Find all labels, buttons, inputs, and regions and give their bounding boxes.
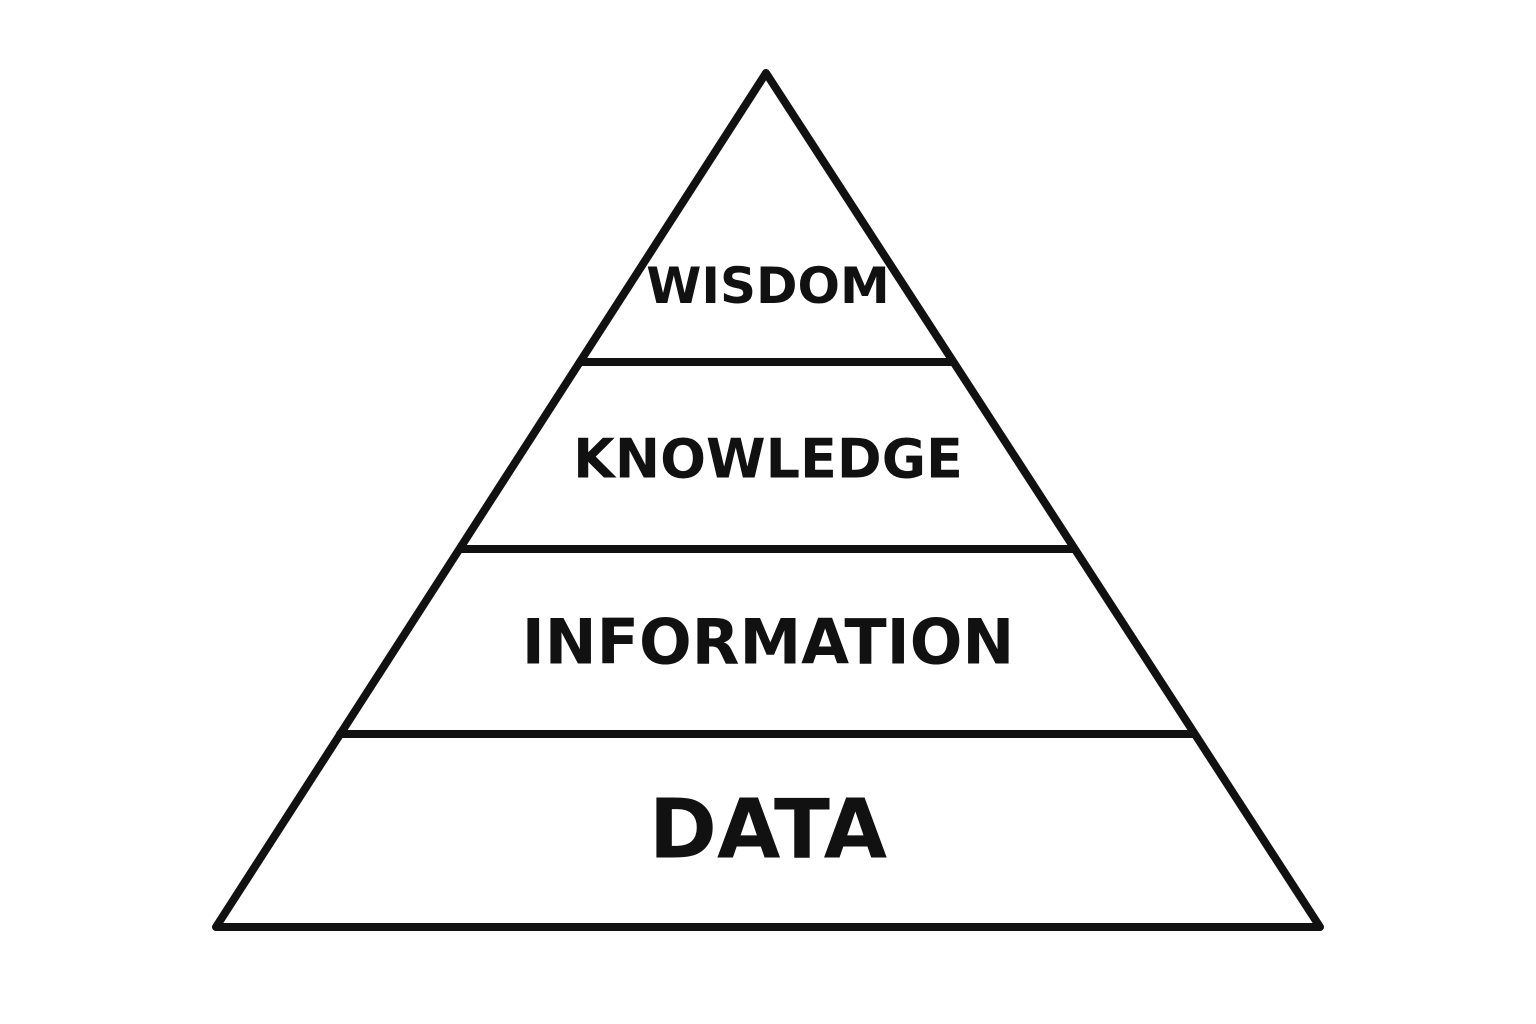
tier-label-data: DATA — [649, 783, 888, 878]
tier-label-wisdom: WISDOM — [646, 257, 890, 315]
tier-label-information: INFORMATION — [522, 606, 1015, 679]
pyramid-outline — [212, 69, 1324, 931]
tier-label-knowledge: KNOWLEDGE — [573, 428, 963, 491]
